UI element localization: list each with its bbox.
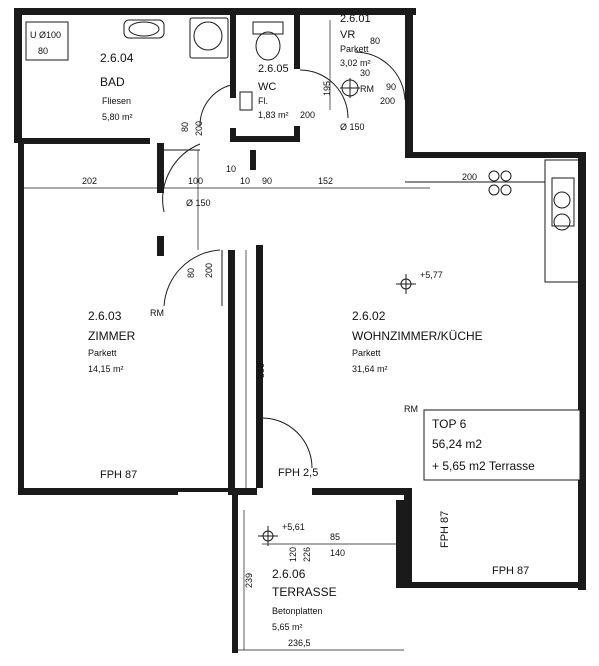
dim-200-b: 200 [204, 263, 214, 278]
dim-10-a: 10 [226, 164, 236, 174]
dim-200-d: 200 [380, 96, 395, 106]
room-area-wohn: 31,64 m² [352, 364, 388, 374]
window-zimmer: FPH 87 [100, 469, 137, 481]
washer-sub-label: 80 [38, 46, 48, 56]
dim-200-e: 200 [462, 172, 477, 182]
rm-symbol-wohn: RM [404, 404, 418, 414]
top-box-line3: + 5,65 m2 Terrasse [432, 459, 535, 473]
dim-200-a: 200 [194, 121, 204, 136]
dim-90-b: 90 [386, 82, 396, 92]
dim-202: 202 [82, 176, 97, 186]
room-floor-wohn: Parkett [352, 348, 381, 358]
dim-diam-150-a: Ø 150 [186, 198, 211, 208]
room-name-wohn: WOHNZIMMER/KÜCHE [352, 329, 483, 343]
dim-226: 226 [302, 547, 312, 562]
inner-walls [22, 14, 338, 495]
room-number-wc: 2.6.05 [258, 63, 289, 75]
dim-80-a: 80 [180, 122, 190, 132]
top-box-line2: 56,24 m2 [432, 437, 482, 451]
dim-140: 140 [330, 548, 345, 558]
dim-195: 195 [322, 81, 332, 96]
labels: U Ø100 80 2.6.04 BAD Fliesen 5,80 m² 2.6… [30, 13, 535, 648]
height-marker-wohn [396, 274, 416, 294]
room-number-zimmer: 2.6.03 [88, 309, 122, 323]
room-number-vr: 2.6.01 [340, 13, 371, 25]
dim-239: 239 [244, 573, 254, 588]
height-marker-terrasse [258, 526, 278, 546]
dim-236-5: 236,5 [288, 638, 311, 648]
room-name-zimmer: ZIMMER [88, 329, 136, 343]
dim-diam-150-b: Ø 150 [340, 122, 365, 132]
lamp-marker-vr [340, 78, 360, 98]
dim-90: 90 [262, 176, 272, 186]
room-floor-zimmer: Parkett [88, 348, 117, 358]
window-right: FPH 87 [439, 511, 451, 548]
room-floor-terrasse: Betonplatten [272, 606, 323, 616]
outer-walls [14, 8, 586, 653]
room-name-wc: WC [258, 81, 276, 93]
room-floor-bad: Fliesen [102, 96, 131, 106]
room-name-bad: BAD [100, 75, 125, 89]
dimension-lines [22, 20, 430, 651]
room-number-wohn: 2.6.02 [352, 309, 386, 323]
window-wohn: FPH 87 [492, 565, 529, 577]
dim-30: 30 [360, 68, 370, 78]
dim-350: 350 [256, 363, 266, 378]
dim-80-b: 80 [186, 268, 196, 278]
window-terrasse-door: FPH 2,5 [278, 467, 318, 479]
dim-120: 120 [288, 547, 298, 562]
room-area-bad: 5,80 m² [102, 112, 133, 122]
level-wohn: +5,77 [420, 270, 443, 280]
rm-symbol-zimmer: RM [150, 308, 164, 318]
top-box-line1: TOP 6 [432, 417, 467, 431]
washer-label: U Ø100 [30, 30, 61, 40]
room-area-wc: 1,83 m² [258, 110, 289, 120]
top-6-box [423, 409, 581, 481]
doors [162, 51, 406, 488]
room-area-zimmer: 14,15 m² [88, 364, 124, 374]
room-number-bad: 2.6.04 [100, 51, 134, 65]
rm-symbol-vr: RM [360, 84, 374, 94]
room-number-terrasse: 2.6.06 [272, 567, 306, 581]
dim-200-c: 200 [300, 110, 315, 120]
room-name-vr: VR [340, 29, 355, 41]
room-area-vr: 3,02 m² [340, 58, 371, 68]
dim-85: 85 [330, 532, 340, 542]
dim-10-b: 10 [240, 176, 250, 186]
dim-80-c: 80 [370, 36, 380, 46]
room-floor-vr: Parkett [340, 44, 369, 54]
room-floor-wc: Fl. [258, 96, 268, 106]
level-terrasse: +5,61 [282, 522, 305, 532]
fixtures [25, 17, 580, 283]
room-area-terrasse: 5,65 m² [272, 622, 303, 632]
dim-100: 100 [188, 176, 203, 186]
room-name-terrasse: TERRASSE [272, 585, 337, 599]
dim-152: 152 [318, 176, 333, 186]
